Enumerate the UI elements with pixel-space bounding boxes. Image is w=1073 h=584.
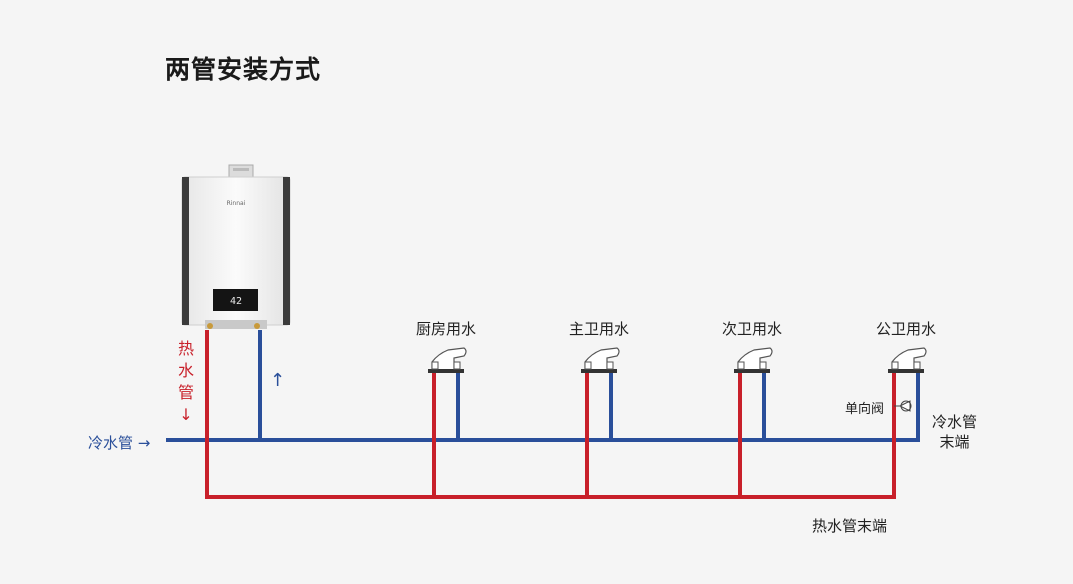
page-title: 两管安装方式 xyxy=(165,55,322,84)
hot-pipe-end-label: 热水管末端 xyxy=(812,517,888,535)
faucet-public-bath xyxy=(888,347,927,373)
faucet-second-bath xyxy=(734,347,773,373)
hot-pipe-label: 热 水 管 ↓ xyxy=(176,338,196,426)
outlet-label-second-bath: 次卫用水 xyxy=(722,320,783,338)
hot-pipe-arrow: ↓ xyxy=(179,405,193,424)
heater-display-panel xyxy=(213,289,258,311)
cold-pipe-end-label: 冷水管 末端 xyxy=(932,412,977,452)
heater-display-value: 42 xyxy=(230,296,242,307)
hot-pipe-char: 水 xyxy=(177,361,194,380)
cold-water-pipes xyxy=(166,330,920,442)
cold-supply-up-arrow: ↑ xyxy=(270,370,286,391)
hot-water-pipes xyxy=(205,330,896,499)
outlet-label-kitchen: 厨房用水 xyxy=(416,320,477,338)
heater-brand-logo: Rinnai xyxy=(227,200,246,207)
water-heater: Rinnai 42 xyxy=(181,164,291,329)
outlet-label-master-bath: 主卫用水 xyxy=(569,320,630,338)
cold-pipe-label: 冷水管 → xyxy=(88,434,151,452)
faucet-master-bath xyxy=(581,347,620,373)
hot-pipe-char: 热 xyxy=(177,339,194,358)
cold-pipe-end-line1: 冷水管 xyxy=(932,413,978,431)
hot-pipe-char: 管 xyxy=(177,383,194,402)
check-valve-icon xyxy=(894,400,912,412)
cold-pipe-end-line2: 末端 xyxy=(939,433,970,451)
outlet-label-public-bath: 公卫用水 xyxy=(876,320,937,338)
faucet-kitchen xyxy=(428,347,467,373)
check-valve-label: 单向阀 xyxy=(845,402,885,417)
